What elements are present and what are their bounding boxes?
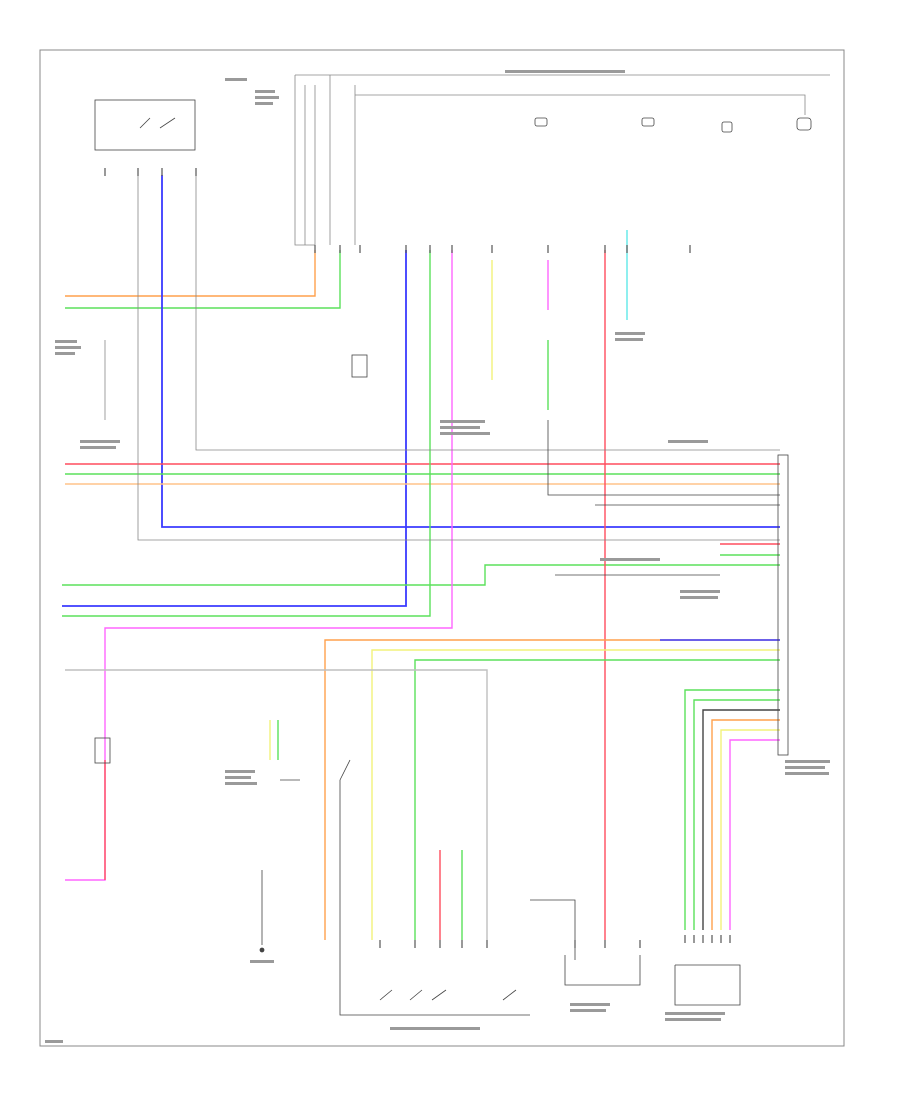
micro-label — [390, 1027, 480, 1030]
micro-label — [665, 1018, 721, 1021]
micro-label — [225, 770, 255, 773]
ignition-switch-box — [94, 99, 196, 151]
wire-dark-1 — [547, 420, 780, 496]
micro-label — [665, 1012, 725, 1015]
wire-green-bottom — [414, 659, 780, 940]
micro-label — [55, 346, 81, 349]
micro-label — [55, 340, 77, 343]
micro-label — [785, 760, 830, 763]
wire-sensor-box2 — [674, 964, 741, 1006]
wire-bundle-pink — [729, 739, 780, 930]
micro-label — [680, 596, 718, 599]
wire-sensor-box — [564, 955, 641, 986]
diagram-frame — [39, 49, 845, 1047]
micro-label — [440, 432, 490, 435]
wire-group — [62, 175, 780, 940]
micro-label — [570, 1003, 610, 1006]
wire-bundle-yellow — [720, 729, 780, 930]
micro-label — [80, 440, 120, 443]
micro-label — [250, 960, 274, 963]
wire-green-mid — [62, 250, 431, 617]
micro-label — [45, 1040, 63, 1043]
wire-green-top — [65, 250, 341, 309]
micro-label — [80, 446, 116, 449]
micro-label — [225, 782, 257, 785]
micro-label — [225, 78, 247, 81]
micro-label — [785, 766, 825, 769]
relay-left — [94, 737, 111, 764]
connector-ticks — [104, 168, 731, 948]
connector-left-lamp — [351, 354, 368, 378]
transmission-switch-contacts — [379, 989, 517, 1001]
wire-orange-top — [65, 250, 316, 297]
ecu-connector — [777, 454, 789, 756]
wire-switch-right — [530, 899, 576, 960]
components — [94, 99, 812, 1001]
thin-wire-group — [104, 74, 830, 1016]
micro-label — [615, 338, 643, 341]
micro-label — [680, 590, 720, 593]
micro-label — [55, 352, 75, 355]
micro-label — [255, 102, 273, 105]
switch-contact — [139, 117, 176, 129]
wire-switch-base — [339, 780, 530, 1016]
micro-label — [785, 772, 829, 775]
ground-symbol — [259, 947, 265, 953]
sensor-top-2 — [641, 117, 655, 127]
wire-bundle-green — [684, 689, 780, 930]
wire-gray-2 — [195, 175, 780, 451]
wire-bundle-gray — [702, 709, 780, 930]
sensor-top-4 — [796, 117, 812, 131]
wire-orange-bottom — [324, 639, 780, 940]
micro-label — [255, 96, 279, 99]
wire-pink-mid — [65, 250, 453, 881]
micro-label — [255, 90, 275, 93]
wire-green-left — [62, 564, 780, 586]
micro-label — [570, 1009, 606, 1012]
neutral-switch — [339, 759, 351, 781]
wire-gray-1 — [137, 175, 780, 541]
wire-yellow-bottom — [371, 649, 780, 940]
wire-gray-bottom — [65, 669, 488, 940]
micro-label — [440, 426, 480, 429]
micro-label — [615, 332, 645, 335]
micro-label — [505, 70, 625, 73]
sensor-top-1 — [534, 117, 548, 127]
wire-gray-top2 — [355, 94, 806, 115]
micro-labels — [45, 70, 830, 1043]
wire-bundle-dkgreen — [693, 699, 780, 930]
micro-label — [600, 558, 660, 561]
wire-bundle-orange — [711, 719, 780, 930]
sensor-top-3 — [721, 121, 733, 133]
micro-label — [668, 440, 708, 443]
micro-label — [440, 420, 485, 423]
wire-gray-4 — [294, 75, 315, 246]
wire-blue — [161, 175, 780, 528]
wire-blue-drop — [62, 250, 407, 607]
micro-label — [225, 776, 251, 779]
